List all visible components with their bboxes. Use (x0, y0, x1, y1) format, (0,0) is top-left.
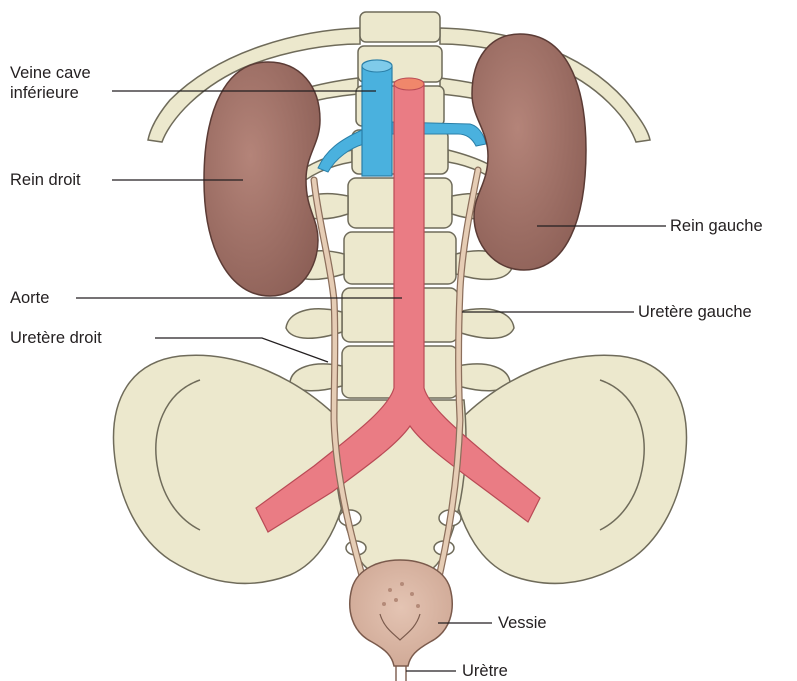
label-uretere-gauche: Uretère gauche (638, 303, 752, 322)
label-inferieure: inférieure (10, 84, 79, 103)
label-rein-droit: Rein droit (10, 171, 81, 190)
bladder (350, 560, 452, 666)
label-aorte: Aorte (10, 289, 49, 308)
label-uretere-droit: Uretère droit (10, 329, 102, 348)
kidney-left (472, 34, 586, 270)
inferior-vena-cava (362, 60, 392, 176)
label-uretre: Urètre (462, 662, 508, 681)
kidney-right (204, 62, 320, 296)
urethra (396, 666, 406, 681)
label-rein-gauche: Rein gauche (670, 217, 763, 236)
label-vessie: Vessie (498, 614, 547, 633)
label-veine-cave: Veine cave (10, 64, 91, 83)
